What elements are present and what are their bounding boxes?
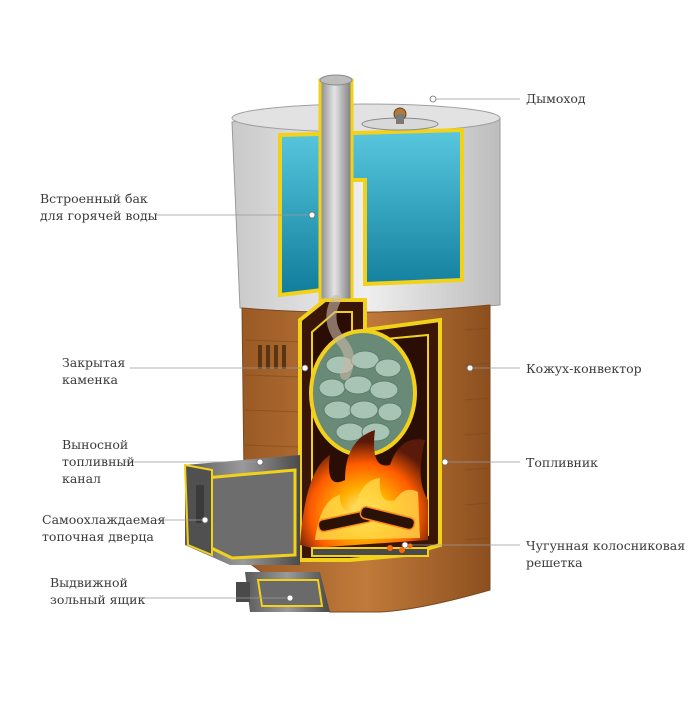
label-line: Дымоход: [526, 91, 586, 106]
label-line: Кожух-конвектор: [526, 361, 642, 376]
label-water-tank: Встроенный бак для горячей воды: [40, 190, 158, 224]
label-chimney: Дымоход: [526, 90, 586, 107]
label-line: Топливник: [526, 455, 598, 470]
stones-chamber: [309, 329, 417, 457]
label-line: каменка: [62, 372, 118, 387]
label-line: Встроенный бак: [40, 191, 148, 206]
chimney-pipe: [318, 74, 354, 380]
label-line: зольный ящик: [50, 592, 146, 607]
label-line: решетка: [526, 555, 583, 570]
leader-dots: [201, 95, 474, 602]
label-line: Выносной: [62, 437, 129, 452]
fuel-channel: [183, 455, 300, 565]
label-firebox: Топливник: [526, 454, 598, 471]
label-line: для горячей воды: [40, 208, 158, 223]
label-grate: Чугунная колосниковая решетка: [526, 537, 685, 571]
water-volume: [278, 127, 464, 298]
label-line: канал: [62, 471, 101, 486]
tank-lid: [361, 107, 439, 131]
label-line: Чугунная колосниковая: [526, 538, 686, 553]
label-line: топливный: [62, 454, 135, 469]
label-ash-drawer: Выдвижной зольный ящик: [50, 574, 145, 608]
ash-drawer: [236, 572, 330, 612]
fire: [300, 430, 428, 548]
label-line: Выдвижной: [50, 575, 128, 590]
label-firebox-door: Самоохлаждаемая топочная дверца: [42, 511, 165, 545]
label-casing-convector: Кожух-конвектор: [526, 360, 642, 377]
label-line: топочная дверца: [42, 529, 154, 544]
label-line: Закрытая: [62, 355, 126, 370]
leader-lines: [125, 98, 520, 599]
label-line: Самоохлаждаемая: [42, 512, 166, 527]
label-fuel-channel: Выносной топливный канал: [62, 436, 135, 487]
label-closed-heater: Закрытая каменка: [62, 354, 125, 388]
